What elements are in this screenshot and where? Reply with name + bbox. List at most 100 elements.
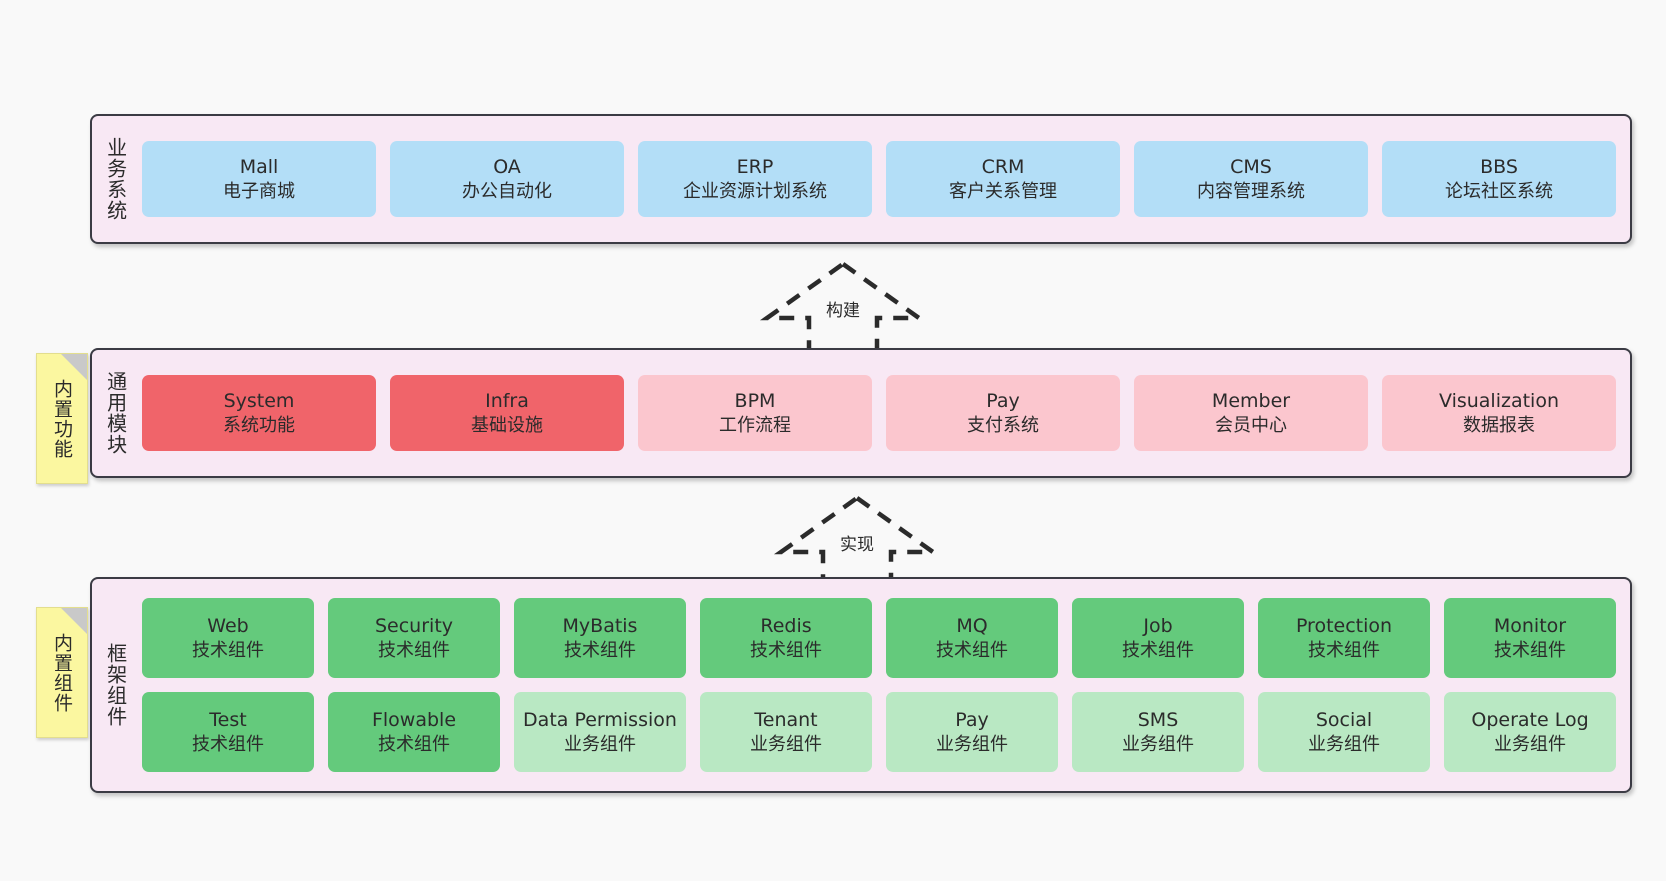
module-name: CMS (1230, 156, 1272, 179)
module-subtitle: 会员中心 (1215, 414, 1287, 436)
component-box-data-permission[interactable]: Data Permission 业务组件 (514, 692, 686, 772)
component-subtitle: 技术组件 (378, 733, 450, 755)
component-box-monitor[interactable]: Monitor 技术组件 (1444, 598, 1616, 678)
component-subtitle: 业务组件 (750, 733, 822, 755)
module-box-crm[interactable]: CRM 客户关系管理 (886, 141, 1120, 217)
component-name: SMS (1137, 709, 1179, 732)
component-subtitle: 业务组件 (564, 733, 636, 755)
module-name: BBS (1480, 156, 1518, 179)
module-subtitle: 内容管理系统 (1197, 180, 1305, 202)
component-box-protection[interactable]: Protection 技术组件 (1258, 598, 1430, 678)
module-box-visualization[interactable]: Visualization 数据报表 (1382, 375, 1616, 451)
component-subtitle: 技术组件 (1122, 639, 1194, 661)
layer-title-framework: 框架组件 (103, 643, 128, 727)
component-box-web[interactable]: Web 技术组件 (142, 598, 314, 678)
component-subtitle: 技术组件 (564, 639, 636, 661)
component-name: MyBatis (562, 615, 638, 638)
component-box-redis[interactable]: Redis 技术组件 (700, 598, 872, 678)
component-name: Tenant (754, 709, 818, 732)
module-name: Member (1211, 390, 1291, 413)
component-subtitle: 业务组件 (1494, 733, 1566, 755)
component-subtitle: 业务组件 (936, 733, 1008, 755)
module-subtitle: 论坛社区系统 (1445, 180, 1553, 202)
layer-row: Web 技术组件 Security 技术组件 MyBatis 技术组件 Redi… (142, 598, 1616, 678)
module-subtitle: 支付系统 (967, 414, 1039, 436)
layer-body-business: Mall 电子商城 OA 办公自动化 ERP 企业资源计划系统 CRM 客户关系… (138, 116, 1630, 242)
module-box-bpm[interactable]: BPM 工作流程 (638, 375, 872, 451)
component-name: Monitor (1493, 615, 1567, 638)
module-box-pay[interactable]: Pay 支付系统 (886, 375, 1120, 451)
module-name: System (223, 390, 295, 413)
component-subtitle: 业务组件 (1308, 733, 1380, 755)
component-box-flowable[interactable]: Flowable 技术组件 (328, 692, 500, 772)
component-name: Security (374, 615, 454, 638)
module-subtitle: 电子商城 (223, 180, 295, 202)
module-name: Infra (485, 390, 529, 413)
component-box-tenant[interactable]: Tenant 业务组件 (700, 692, 872, 772)
module-subtitle: 基础设施 (471, 414, 543, 436)
module-box-cms[interactable]: CMS 内容管理系统 (1134, 141, 1368, 217)
layer-framework-components: 框架组件 Web 技术组件 Security 技术组件 MyBatis 技术组件… (90, 577, 1632, 793)
component-name: Web (207, 615, 249, 638)
component-subtitle: 技术组件 (1308, 639, 1380, 661)
layer-body-framework: Web 技术组件 Security 技术组件 MyBatis 技术组件 Redi… (138, 579, 1630, 791)
module-subtitle: 数据报表 (1463, 414, 1535, 436)
module-box-system[interactable]: System 系统功能 (142, 375, 376, 451)
component-subtitle: 业务组件 (1122, 733, 1194, 755)
component-box-job[interactable]: Job 技术组件 (1072, 598, 1244, 678)
component-name: Data Permission (523, 709, 677, 732)
component-box-mybatis[interactable]: MyBatis 技术组件 (514, 598, 686, 678)
module-name: BPM (734, 390, 776, 413)
component-subtitle: 技术组件 (936, 639, 1008, 661)
component-box-security[interactable]: Security 技术组件 (328, 598, 500, 678)
component-name: Redis (760, 615, 812, 638)
component-subtitle: 技术组件 (378, 639, 450, 661)
component-subtitle: 技术组件 (192, 639, 264, 661)
module-name: Pay (986, 390, 1020, 413)
module-subtitle: 客户关系管理 (949, 180, 1057, 202)
module-box-mall[interactable]: Mall 电子商城 (142, 141, 376, 217)
connector-label-build: 构建 (826, 301, 860, 321)
module-subtitle: 工作流程 (719, 414, 791, 436)
layer-title-common: 通用模块 (103, 371, 128, 455)
component-name: Protection (1295, 615, 1393, 638)
module-box-bbs[interactable]: BBS 论坛社区系统 (1382, 141, 1616, 217)
component-box-mq[interactable]: MQ 技术组件 (886, 598, 1058, 678)
component-box-social[interactable]: Social 业务组件 (1258, 692, 1430, 772)
component-box-sms[interactable]: SMS 业务组件 (1072, 692, 1244, 772)
module-box-infra[interactable]: Infra 基础设施 (390, 375, 624, 451)
module-name: OA (493, 156, 521, 179)
module-subtitle: 系统功能 (223, 414, 295, 436)
module-name: Visualization (1438, 390, 1559, 413)
component-name: Social (1315, 709, 1373, 732)
folded-corner-icon (61, 354, 87, 380)
component-box-operate-log[interactable]: Operate Log 业务组件 (1444, 692, 1616, 772)
module-box-erp[interactable]: ERP 企业资源计划系统 (638, 141, 872, 217)
component-subtitle: 技术组件 (1494, 639, 1566, 661)
sticky-note-label: 内置组件 (51, 632, 74, 713)
layer-row: Test 技术组件 Flowable 技术组件 Data Permission … (142, 692, 1616, 772)
connector-implement: 实现 (772, 492, 942, 592)
layer-common-modules: 通用模块 System 系统功能 Infra 基础设施 BPM 工作流程 Pay… (90, 348, 1632, 478)
layer-row: System 系统功能 Infra 基础设施 BPM 工作流程 Pay 支付系统… (142, 375, 1616, 451)
module-subtitle: 办公自动化 (462, 180, 552, 202)
component-box-test[interactable]: Test 技术组件 (142, 692, 314, 772)
connector-build: 构建 (758, 258, 928, 358)
component-box-pay[interactable]: Pay 业务组件 (886, 692, 1058, 772)
module-box-member[interactable]: Member 会员中心 (1134, 375, 1368, 451)
connector-label-implement: 实现 (840, 535, 874, 555)
component-subtitle: 技术组件 (750, 639, 822, 661)
layer-title-business: 业务系统 (103, 137, 128, 221)
layer-business-systems: 业务系统 Mall 电子商城 OA 办公自动化 ERP 企业资源计划系统 CRM… (90, 114, 1632, 244)
module-box-oa[interactable]: OA 办公自动化 (390, 141, 624, 217)
module-subtitle: 企业资源计划系统 (683, 180, 827, 202)
component-subtitle: 技术组件 (192, 733, 264, 755)
layer-body-common: System 系统功能 Infra 基础设施 BPM 工作流程 Pay 支付系统… (138, 350, 1630, 476)
sticky-note-label: 内置功能 (51, 378, 74, 459)
component-name: Flowable (371, 709, 457, 732)
layer-row: Mall 电子商城 OA 办公自动化 ERP 企业资源计划系统 CRM 客户关系… (142, 141, 1616, 217)
module-name: ERP (736, 156, 774, 179)
component-name: Test (209, 709, 247, 732)
component-name: Pay (955, 709, 989, 732)
module-name: CRM (981, 156, 1025, 179)
